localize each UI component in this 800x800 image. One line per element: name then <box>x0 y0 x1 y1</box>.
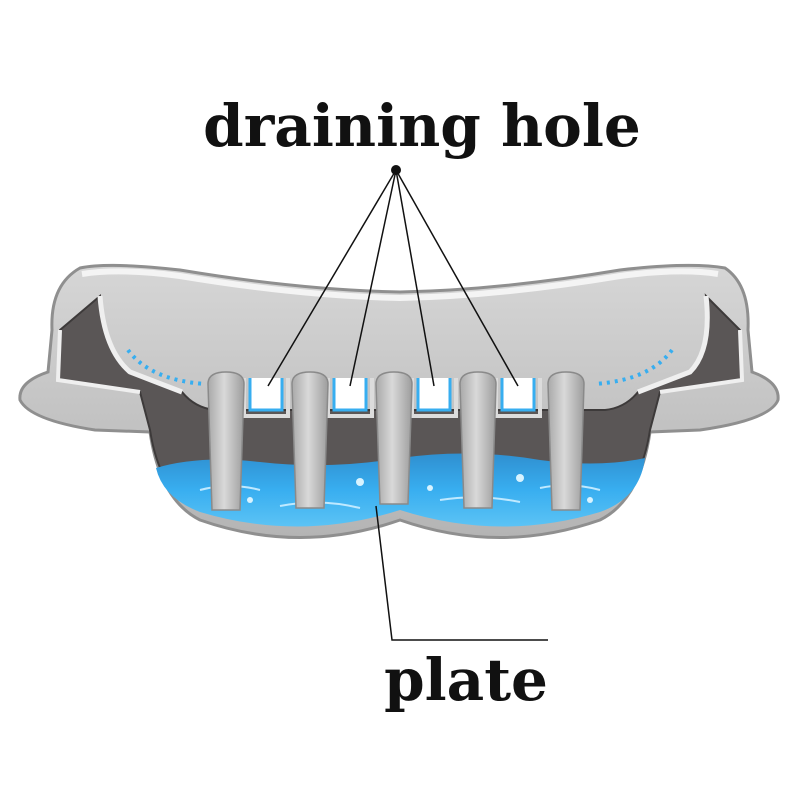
peg <box>207 371 245 511</box>
draining-slots <box>242 378 542 418</box>
support-pegs <box>207 371 585 511</box>
plate-label: plate <box>384 646 548 714</box>
peg <box>375 371 413 505</box>
draining-hole-leader-lines <box>267 165 519 387</box>
draining-hole-label: draining hole <box>203 92 641 160</box>
plate-leader-line <box>375 505 548 641</box>
peg <box>459 371 497 509</box>
peg <box>547 371 585 511</box>
peg <box>291 371 329 509</box>
